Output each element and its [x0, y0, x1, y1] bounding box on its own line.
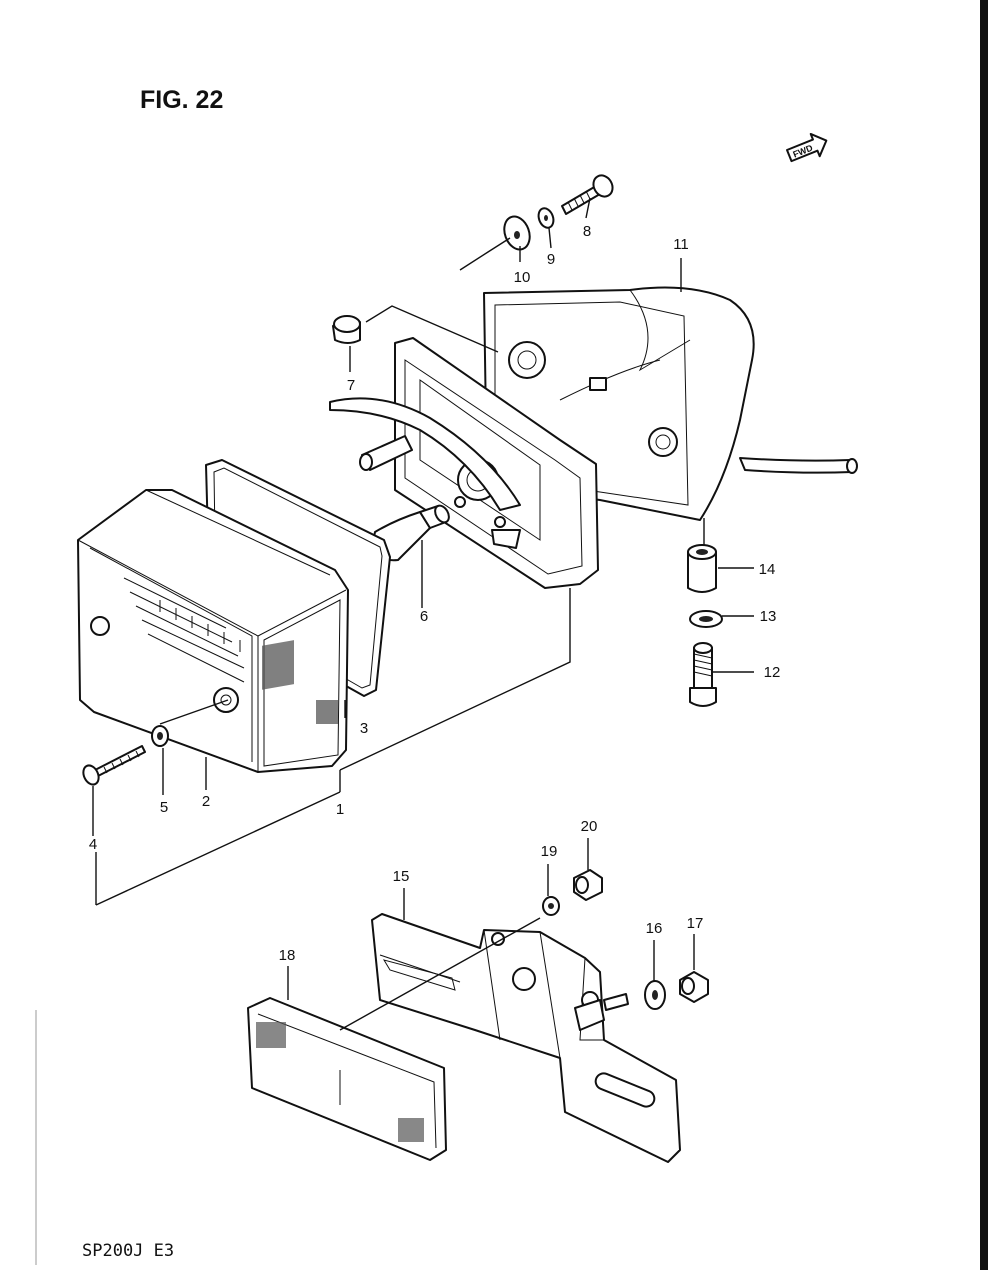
lamp-base-plate: [329, 337, 599, 589]
callout-5: 5: [160, 799, 168, 816]
part-10-washer: [503, 215, 531, 251]
callout-13: 13: [760, 608, 777, 625]
part-18-reflector: [247, 997, 447, 1161]
callout-1: 1: [336, 801, 344, 818]
callout-7: 7: [347, 377, 355, 394]
callout-15: 15: [393, 868, 410, 885]
part-19-lock-washer: [542, 896, 560, 916]
callout-20: 20: [581, 818, 598, 835]
figure-title: FIG. 22: [140, 86, 223, 114]
callout-16: 16: [646, 920, 663, 937]
part-2-lens: [77, 489, 349, 773]
callout-18: 18: [279, 947, 296, 964]
callout-11: 11: [673, 236, 689, 253]
callout-12: 12: [764, 664, 781, 681]
bolt-stub: [603, 993, 629, 1011]
part-9-lock-washer: [537, 207, 555, 229]
callout-8: 8: [583, 223, 591, 240]
part-4-screw: [82, 745, 146, 786]
leader-lines: [92, 197, 754, 1031]
callout-10: 10: [514, 269, 531, 286]
callout-labels: 1 2 3 4 5 6 7 8 9 10 11 12 13 14 15 16 1…: [89, 223, 781, 964]
bulb-socket-tube: [359, 435, 413, 471]
part-20-nut: [573, 869, 603, 901]
callout-9: 9: [547, 251, 555, 268]
callout-6: 6: [420, 608, 428, 625]
part-16-washer: [644, 980, 666, 1010]
part-8-screw: [561, 174, 614, 215]
part-7-grommet: [332, 315, 361, 344]
part-12-bolt: [689, 642, 717, 707]
part-14-collar: [687, 544, 717, 593]
callout-2: 2: [202, 793, 210, 810]
part-17-nut: [679, 971, 709, 1003]
lens-rib-pattern: [123, 577, 245, 683]
callout-14: 14: [759, 561, 776, 578]
part-13-washer: [689, 610, 723, 628]
forward-direction-arrow: FWD: [786, 132, 828, 163]
lamp-wire: [739, 457, 853, 474]
callout-17: 17: [687, 915, 704, 932]
page-edge-bar: [980, 0, 988, 1270]
model-footer: SP200J E3: [82, 1241, 174, 1261]
callout-3: 3: [360, 720, 368, 737]
callout-19: 19: [541, 843, 558, 860]
callout-4: 4: [89, 836, 97, 853]
part-5-washer: [151, 725, 169, 747]
reflector-patch: [262, 640, 338, 724]
part-15-license-bracket: [371, 913, 681, 1163]
